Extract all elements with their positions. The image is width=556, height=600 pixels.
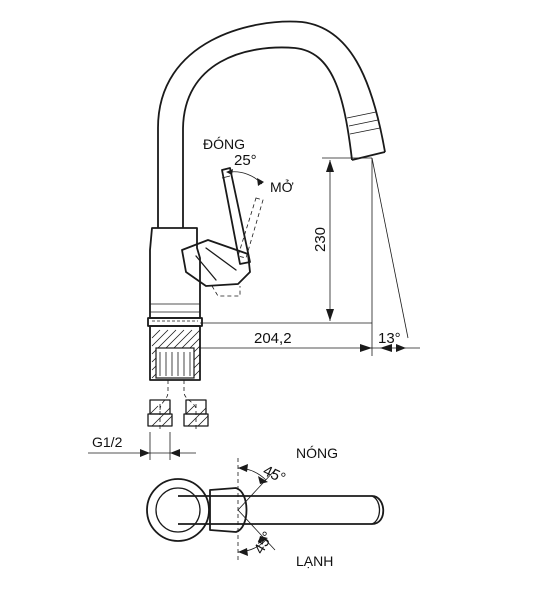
spout-outer (157, 20, 386, 228)
spout-inner (182, 46, 353, 228)
label-hot-45: 45° (260, 462, 288, 487)
label-cold-45: 45° (251, 529, 277, 557)
spout-tip (351, 151, 386, 161)
top-body-outer (146, 478, 210, 542)
label-tilt-13: 13° (378, 330, 401, 347)
label-nong: NÓNG (296, 445, 338, 461)
label-thread: G1/2 (92, 434, 123, 450)
label-height-230: 230 (312, 227, 329, 252)
cartridge-housing (181, 239, 251, 287)
lever-closed (221, 167, 251, 265)
label-angle-25: 25° (234, 152, 257, 169)
hose-fitting-left (147, 399, 173, 427)
faucet-body (149, 227, 201, 319)
label-reach: 204,2 (254, 330, 292, 347)
dimensions-side (88, 157, 420, 460)
label-dong: ĐÓNG (203, 136, 245, 152)
label-lanh: LẠNH (296, 553, 333, 569)
faucet-top-view (146, 458, 385, 562)
top-body-inner (155, 487, 201, 533)
top-lever (209, 487, 248, 533)
threaded-shank (149, 325, 201, 381)
label-mo: MỞ (270, 178, 294, 195)
base-ring (147, 317, 203, 327)
angle-arc-25 (229, 171, 263, 185)
hose-left (159, 380, 169, 411)
lever-open (237, 197, 264, 259)
spout-tip-band (346, 111, 381, 135)
faucet-side-view (147, 20, 386, 432)
